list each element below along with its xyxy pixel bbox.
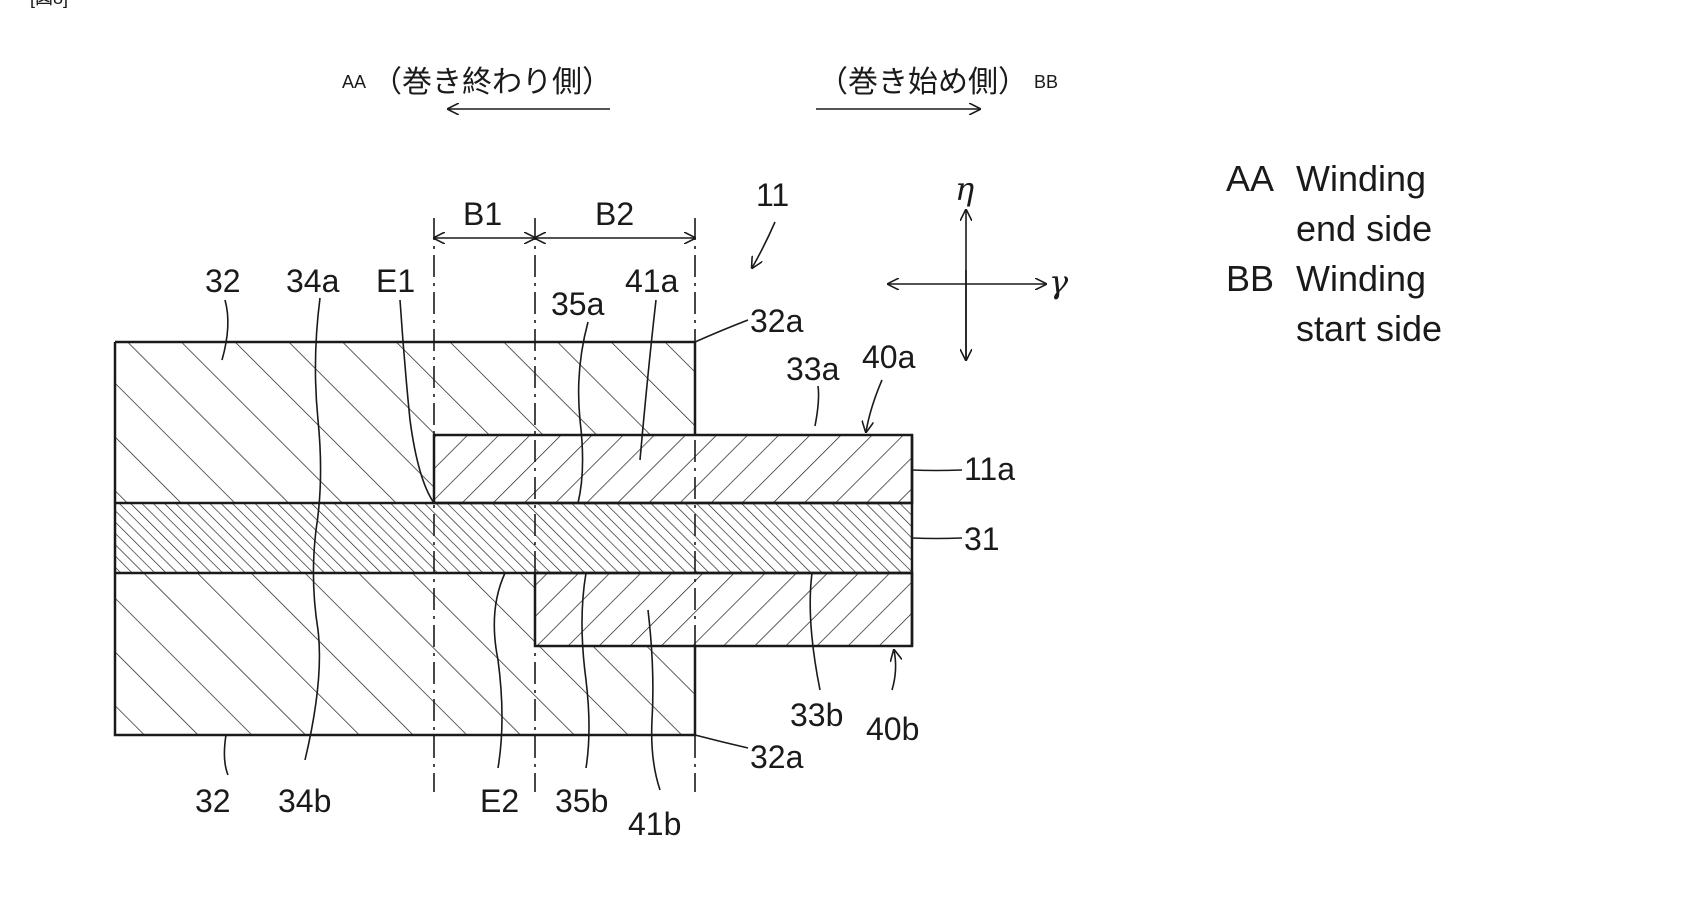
direction-header-left: AA （巻き終わり側） (342, 65, 612, 109)
leader-11a (912, 470, 962, 471)
label-41a: 41a (625, 263, 679, 299)
dimension-label-b2: B2 (595, 196, 634, 232)
axis-indicator: η γ (888, 170, 1069, 360)
leader-40a (866, 380, 882, 432)
legend-bb-line1: Winding (1296, 258, 1426, 299)
label-32a-top: 32a (750, 303, 804, 339)
layer-stack (115, 342, 912, 735)
axis-label-eta: η (955, 170, 974, 208)
label-40a: 40a (862, 339, 916, 375)
leader-32a-top (695, 320, 748, 342)
figure-label: [図8] (30, 0, 68, 8)
label-32-top: 32 (205, 263, 241, 299)
tape-bottom (535, 573, 912, 646)
direction-text-winding-end: （巻き終わり側） (372, 65, 612, 100)
leader-31 (912, 538, 962, 539)
leader-40b (892, 650, 896, 690)
label-33a: 33a (786, 351, 840, 387)
legend-code-bb: BB (1226, 258, 1274, 299)
legend-aa-line1: Winding (1296, 158, 1426, 199)
label-31: 31 (964, 521, 1000, 557)
label-35a: 35a (551, 286, 605, 322)
dimension-label-b1: B1 (463, 196, 502, 232)
leader-32a-bottom (695, 735, 748, 748)
legend-code-aa: AA (1226, 158, 1274, 199)
direction-code-bb: BB (1034, 72, 1058, 92)
axis-label-gamma: γ (1049, 263, 1069, 301)
label-41b: 41b (628, 806, 681, 842)
current-collector (115, 503, 912, 573)
leader-32-bottom (224, 735, 228, 775)
label-11: 11 (756, 177, 789, 213)
label-11a: 11a (964, 451, 1015, 487)
label-40b: 40b (866, 711, 919, 747)
legend-bb-line2: start side (1296, 308, 1442, 349)
direction-text-winding-start: （巻き始め側） (818, 65, 1028, 100)
leader-11 (752, 222, 775, 268)
label-33b: 33b (790, 697, 843, 733)
direction-header-right: （巻き始め側） BB (816, 65, 1058, 109)
label-34a: 34a (286, 263, 340, 299)
legend-aa-line2: end side (1296, 208, 1432, 249)
label-34b: 34b (278, 783, 331, 819)
leader-33a (815, 386, 819, 426)
label-32a-bottom: 32a (750, 739, 804, 775)
legend: AA Winding end side BB Winding start sid… (1226, 158, 1442, 349)
tape-top (434, 435, 912, 503)
label-32-bottom: 32 (195, 783, 231, 819)
label-e2: E2 (480, 783, 519, 819)
label-35b: 35b (555, 783, 608, 819)
direction-code-aa: AA (342, 72, 366, 92)
label-e1: E1 (376, 263, 415, 299)
